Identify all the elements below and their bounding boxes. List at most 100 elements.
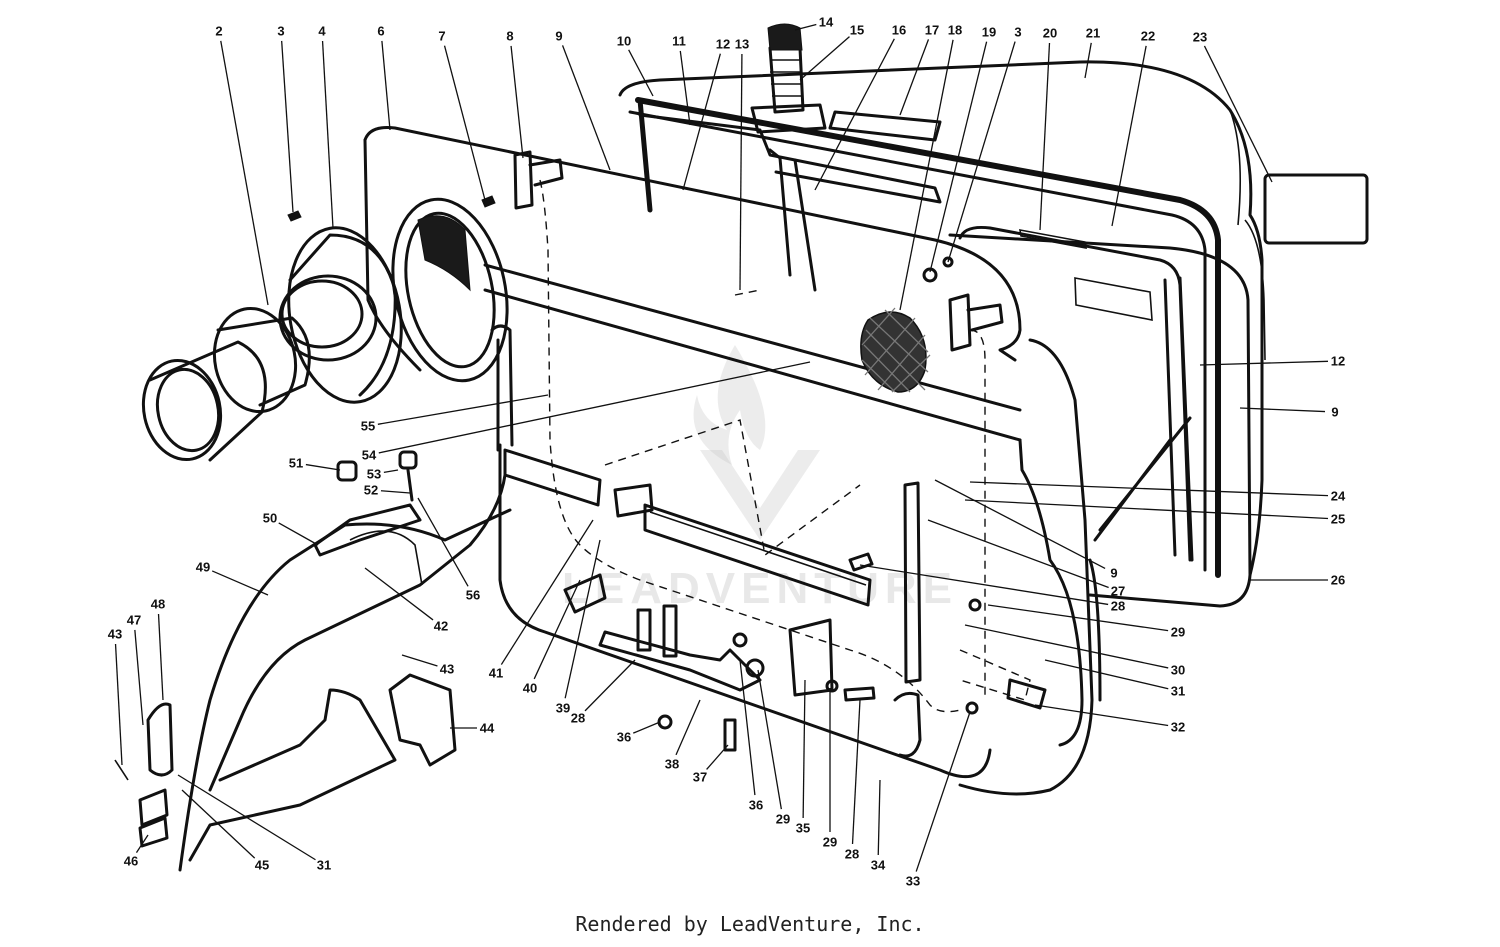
callout-leader-14 <box>794 23 817 31</box>
callout-leader-36 <box>632 721 661 734</box>
callout-leader-40 <box>533 579 581 680</box>
callout-label-21: 21 <box>1086 26 1100 41</box>
callout-leader-3 <box>281 40 294 213</box>
callout-leader-9 <box>561 45 611 171</box>
callout-leader-47 <box>134 629 144 726</box>
callout-leader-52 <box>380 490 411 494</box>
callout-leader-29 <box>757 669 782 810</box>
callout-label-31: 31 <box>1171 684 1185 699</box>
callout-label-41: 41 <box>489 666 503 681</box>
callout-leader-35 <box>802 679 806 819</box>
callout-label-22: 22 <box>1141 29 1155 44</box>
callout-leader-31 <box>1044 659 1169 690</box>
callout-leader-51 <box>305 463 341 471</box>
chute-adapter <box>141 197 509 462</box>
callout-label-13: 13 <box>735 37 749 52</box>
callout-leader-7 <box>443 45 486 201</box>
hardware <box>287 195 1047 752</box>
callout-leader-lines <box>114 23 1329 872</box>
callout-label-28: 28 <box>845 847 859 862</box>
callout-label-7: 7 <box>438 29 445 44</box>
callout-leader-12 <box>682 53 721 191</box>
callout-label-46: 46 <box>124 854 138 869</box>
watermark-logo: LEADVENTURE <box>562 345 958 613</box>
callout-leader-2 <box>220 40 269 306</box>
callout-label-9: 9 <box>555 29 562 44</box>
callout-label-2: 2 <box>215 24 222 39</box>
callout-leader-28 <box>859 564 1109 606</box>
callout-leader-55 <box>377 394 549 425</box>
callout-label-12: 12 <box>1331 354 1345 369</box>
callout-label-18: 18 <box>948 23 962 38</box>
callout-label-43: 43 <box>440 662 454 677</box>
callout-leader-33 <box>915 711 971 872</box>
callout-leader-49 <box>211 570 269 596</box>
callout-leader-46 <box>135 834 149 853</box>
callout-label-29: 29 <box>1171 625 1185 640</box>
callout-label-9: 9 <box>1110 566 1117 581</box>
callout-label-9: 9 <box>1331 405 1338 420</box>
callout-leader-54 <box>378 361 811 454</box>
callout-leader-28 <box>584 659 636 712</box>
callout-label-36: 36 <box>749 798 763 813</box>
callout-label-43: 43 <box>108 627 122 642</box>
callout-leader-18 <box>899 39 954 311</box>
callout-leader-9 <box>934 479 1106 569</box>
callout-leader-53 <box>383 469 399 473</box>
callout-leader-29 <box>987 604 1169 632</box>
callout-label-54: 54 <box>362 448 377 463</box>
latches <box>513 150 1004 758</box>
callout-leader-10 <box>628 49 654 97</box>
callout-label-40: 40 <box>523 681 537 696</box>
callout-leader-20 <box>1039 42 1051 231</box>
callout-leader-43 <box>114 643 123 766</box>
callout-label-45: 45 <box>255 858 269 873</box>
callout-leader-42 <box>364 567 434 621</box>
callout-leader-15 <box>799 36 850 81</box>
callout-label-17: 17 <box>925 23 939 38</box>
callout-leader-37 <box>706 744 729 770</box>
watermark-text: LEADVENTURE <box>562 564 958 613</box>
callout-label-28: 28 <box>1111 599 1125 614</box>
callout-label-38: 38 <box>665 757 679 772</box>
callout-leader-45 <box>181 789 256 859</box>
callout-label-3: 3 <box>277 24 284 39</box>
callout-leader-12 <box>1199 360 1329 366</box>
footer-credit: Rendered by LeadVenture, Inc. <box>575 912 925 936</box>
callout-leader-36 <box>739 659 756 796</box>
callout-leader-28 <box>851 699 861 845</box>
callout-label-27: 27 <box>1111 584 1125 599</box>
callout-label-24: 24 <box>1331 489 1346 504</box>
callout-leader-41 <box>500 519 594 665</box>
callout-label-23: 23 <box>1193 30 1207 45</box>
callout-leader-31 <box>177 774 316 861</box>
callout-label-10: 10 <box>617 34 631 49</box>
callout-leader-32 <box>1034 704 1169 727</box>
callout-label-37: 37 <box>693 770 707 785</box>
callout-label-8: 8 <box>506 29 513 44</box>
callout-label-34: 34 <box>871 858 886 873</box>
callout-leader-39 <box>564 539 601 699</box>
callout-leader-22 <box>1111 45 1147 227</box>
callout-leader-27 <box>927 519 1109 589</box>
callout-label-28: 28 <box>571 711 585 726</box>
callout-label-31: 31 <box>317 858 331 873</box>
callout-label-55: 55 <box>361 419 375 434</box>
callout-leader-8 <box>510 45 524 159</box>
callout-leader-21 <box>1084 42 1092 79</box>
callout-leader-6 <box>381 40 391 131</box>
callout-leader-11 <box>679 50 691 126</box>
callout-label-30: 30 <box>1171 663 1185 678</box>
callout-leader-16 <box>814 38 895 191</box>
callout-label-33: 33 <box>906 874 920 889</box>
callout-label-11: 11 <box>672 34 686 49</box>
callout-label-39: 39 <box>556 701 570 716</box>
callout-leader-25 <box>964 499 1329 520</box>
callout-leader-50 <box>278 522 319 546</box>
callout-leader-38 <box>675 699 701 756</box>
callout-leader-3 <box>947 41 1016 263</box>
callout-label-56: 56 <box>466 588 480 603</box>
callout-leader-48 <box>157 613 164 701</box>
